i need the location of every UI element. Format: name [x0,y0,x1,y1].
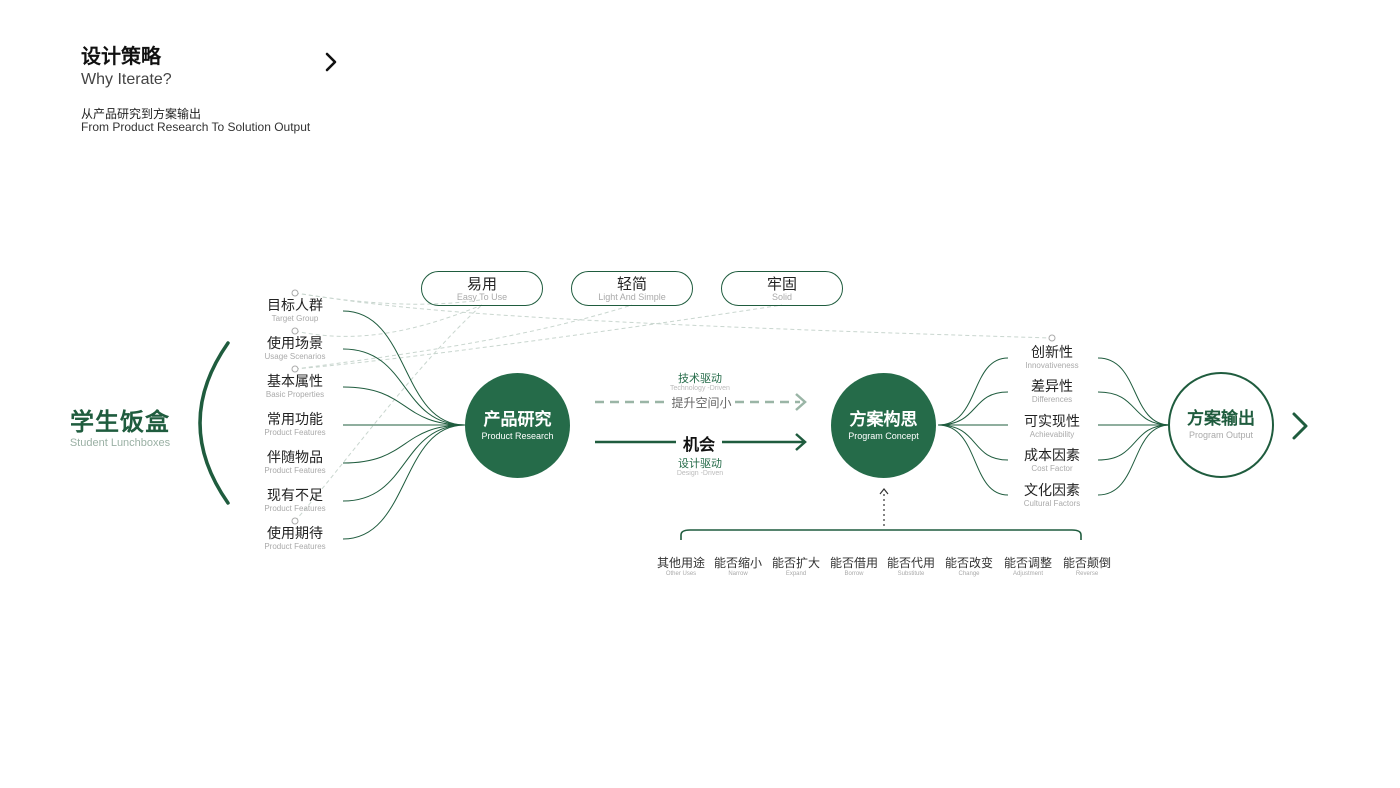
node-program-concept: 方案构思 Program Concept [831,373,936,478]
chevron-right-icon[interactable] [320,50,344,74]
research-item: 基本属性 Basic Properties [265,374,325,399]
chevron-right-icon[interactable] [1288,410,1312,442]
factor-item: 可实现性 Achievability [1024,414,1080,439]
factor-item: 差异性 Differences [1031,379,1073,404]
method-item: 能否颠倒 Reverse [1062,556,1111,577]
tech-driven-label: 技术驱动 Technology -Driven [670,372,730,392]
design-driven-label: 设计驱动 Design -Driven [676,457,724,477]
method-item: 能否调整 Adjustment [1003,556,1052,577]
research-item: 使用场景 Usage Scenarios [264,336,326,361]
method-item: 其他用途 Other Uses [656,556,705,577]
left-bracket [198,341,230,505]
node-product-research: 产品研究 Product Research [465,373,570,478]
pill-solid: 牢固 Solid [721,271,843,306]
method-item: 能否代用 Substitute [886,556,935,577]
research-item: 伴随物品 Product Features [264,450,326,475]
tech-arrowhead [795,393,807,411]
factor-item: 创新性 Innovativeness [1025,345,1079,370]
research-links [342,310,466,540]
research-item: 使用期待 Product Features [264,526,326,551]
page-title: 设计策略 [81,44,161,68]
factor-item: 文化因素 Cultural Factors [1023,483,1081,508]
pill-easy-to-use: 易用 Easy To Use [421,271,543,306]
research-item: 常用功能 Product Features [264,412,326,437]
page-title-en: Why Iterate? [81,71,172,88]
tech-mid-label: 提升空间小 [671,396,732,410]
subject-label: 学生饭盒 Student Lunchboxes [69,408,171,449]
node-program-output: 方案输出 Program Output [1168,372,1274,478]
method-bracket [680,529,1082,540]
research-item: 目标人群 Target Group [267,298,323,323]
method-item: 能否借用 Borrow [829,556,878,577]
method-item: 能否扩大 Expand [771,556,820,577]
factor-links [937,357,1009,496]
output-links [1097,357,1171,496]
factor-item: 成本因素 Cost Factor [1024,448,1080,473]
research-item: 现有不足 Product Features [264,488,326,513]
design-arrowhead [795,433,807,451]
pill-light-and-simple: 轻简 Light And Simple [571,271,693,306]
page-subtitle-en: From Product Research To Solution Output [81,120,311,134]
dashed-links [294,292,1053,522]
page-subtitle: 从产品研究到方案输出 [81,107,202,121]
opportunity-label: 机会 [682,435,715,454]
method-item: 能否改变 Change [944,556,993,577]
method-item: 能否缩小 Narrow [713,556,762,577]
